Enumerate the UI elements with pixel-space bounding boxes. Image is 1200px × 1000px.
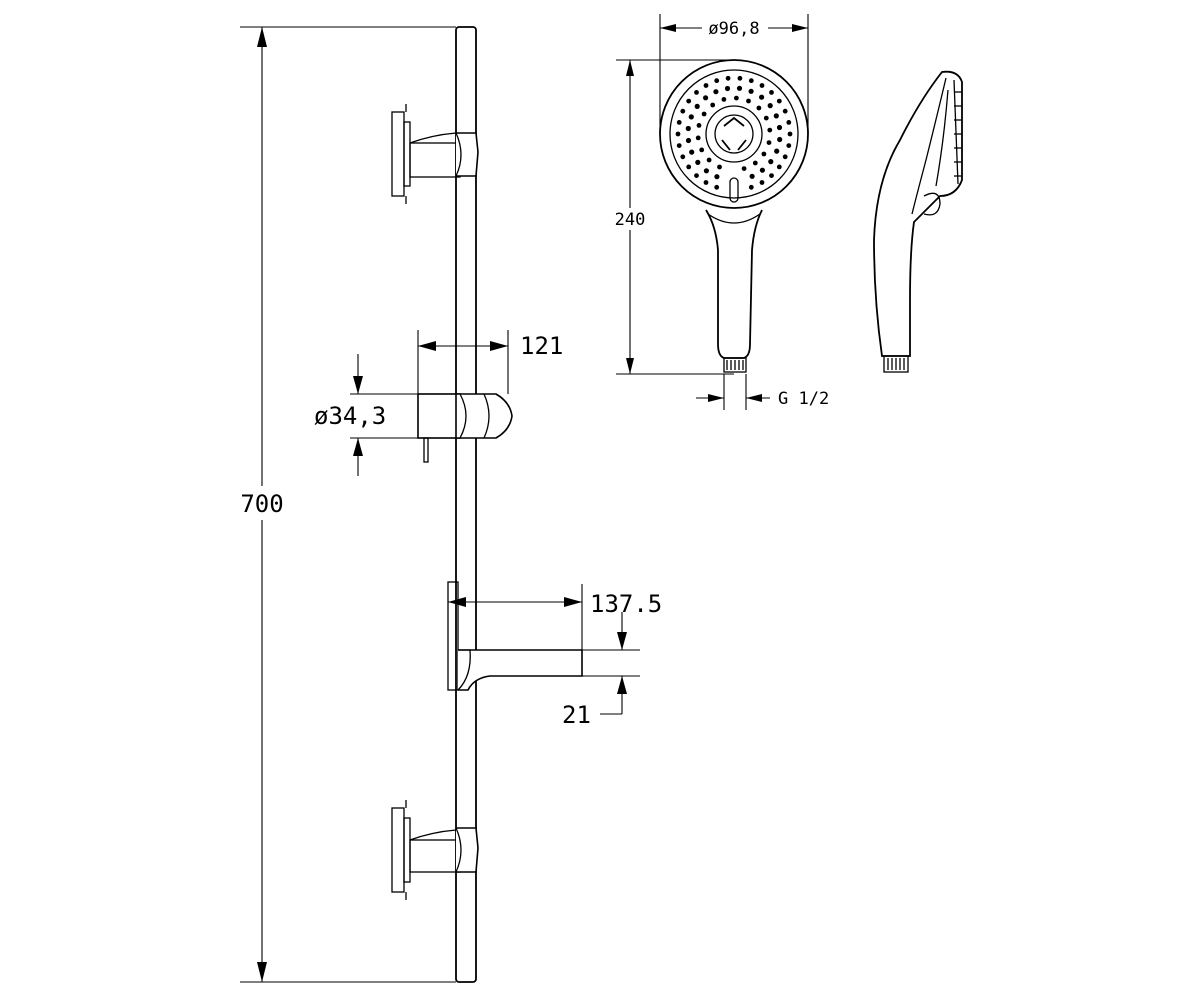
hand-shower-front [659,59,809,373]
nozzle-pattern [675,75,793,190]
nozzle-dot [748,78,754,84]
nozzle-dot [782,108,788,114]
nozzle-dot [724,85,731,92]
nozzle-dot [752,160,758,166]
label-diameter-34-3: ø34,3 [314,402,386,430]
nozzle-dot [786,120,792,125]
nozzle-dot [694,173,699,179]
nozzle-dot [701,111,707,117]
nozzle-dot [786,143,792,149]
nozzle-dot [737,75,743,81]
nozzle-dot [699,147,705,153]
nozzle-dot [749,173,755,179]
nozzle-dot [714,78,720,84]
nozzle-dot [763,115,769,121]
nozzle-dot [703,83,709,88]
nozzle-dot [676,120,682,125]
nozzle-dot [776,124,783,131]
nozzle-dot [675,131,681,137]
nozzle-dot [714,184,720,190]
nozzle-dot [767,127,773,133]
nozzle-dot [782,154,788,160]
nozzle-dot [717,164,722,170]
label-thread: G 1/2 [778,389,829,409]
nozzle-dot [761,151,767,157]
nozzle-dot [725,75,731,81]
nozzle-dot [736,85,743,91]
nozzle-dot [759,180,765,185]
nozzle-dot [756,105,762,111]
nozzle-dot [680,108,686,114]
nozzle-dot [734,95,739,101]
nozzle-dot [748,88,754,94]
nozzle-dot [689,149,695,155]
nozzle-dot [759,83,765,88]
nozzle-dot [767,103,773,109]
nozzle-dot [766,140,772,146]
holder-diameter-dimension: ø34,3 [314,354,418,476]
nozzle-dot [703,168,710,174]
nozzle-dot [714,174,720,180]
label-121: 121 [520,332,563,360]
nozzle-dot [746,98,751,104]
outlet-offset-dimension: 21 [562,612,640,729]
nozzle-dot [706,157,712,163]
nozzle-dot [748,184,754,190]
nozzle-dot [741,166,747,172]
nozzle-dot [769,173,774,179]
top-wall-bracket [391,104,479,204]
nozzle-dot [710,102,716,108]
slide-rail [455,26,477,983]
nozzle-dot [688,114,694,120]
nozzle-dot [685,137,692,144]
nozzle-dot [686,98,692,104]
nozzle-dot [776,98,782,104]
bottom-wall-bracket [391,800,479,900]
head-length-dimension: 240 [606,59,734,375]
nozzle-dot [768,159,774,165]
nozzle-dot [695,135,701,141]
nozzle-dot [703,95,709,101]
nozzle-dot [696,123,702,128]
nozzle-dot [694,103,700,109]
nozzle-dot [769,90,774,95]
thread-dimension: G 1/2 [696,374,829,410]
height-dimension: 700 [232,26,456,983]
nozzle-dot [676,143,682,149]
head-diameter-dimension: ø96,8 [659,14,809,134]
sliding-holder [417,393,513,463]
nozzle-dot [759,94,765,100]
nozzle-dot [703,180,709,185]
hand-shower-side [873,70,963,373]
label-240: 240 [615,210,646,230]
nozzle-dot [713,89,719,95]
nozzle-dot [721,97,727,102]
label-diameter-96-8: ø96,8 [708,19,759,39]
label-21: 21 [562,701,591,729]
nozzle-dot [759,167,766,173]
nozzle-dot [777,136,783,143]
water-outlet-elbow [447,581,583,691]
holder-width-dimension: 121 [417,330,563,394]
label-137-5: 137.5 [590,590,662,618]
nozzle-dot [774,148,780,154]
nozzle-dot [695,159,701,165]
nozzle-dot [773,113,779,119]
nozzle-dot [787,131,793,137]
label-700: 700 [240,490,283,518]
nozzle-dot [776,164,782,170]
nozzle-dot [685,125,691,132]
nozzle-dot [694,90,699,95]
nozzle-dot [686,164,692,170]
outlet-length-dimension: 137.5 [448,584,662,650]
nozzle-dot [680,154,686,160]
